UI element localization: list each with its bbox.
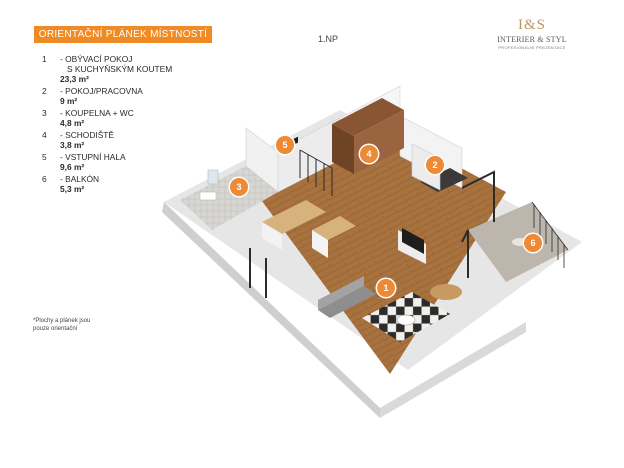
kitchen-island-front (312, 230, 328, 258)
bath-mirror (207, 169, 219, 185)
legend-item-6: 6 - BALKÓN 5,3 m² (42, 174, 192, 194)
room-badge-5: 5 (276, 136, 294, 154)
room-legend: 1 - OBÝVACÍ POKOJ S KUCHYŇSKÝM KOUTEM 23… (42, 54, 192, 196)
legend-item-5: 5 - VSTUPNÍ HALA 9,6 m² (42, 152, 192, 172)
kitchen-counter (262, 200, 326, 234)
legend-number: 2 (42, 86, 47, 96)
legend-number: 4 (42, 130, 47, 140)
outer-wall-front (380, 322, 526, 418)
legend-item-4: 4 - SCHODIŠTĚ 3,8 m² (42, 130, 192, 150)
legend-room-area: 9 m² (60, 96, 78, 106)
sofa-back (318, 276, 364, 310)
floor-plan-render (162, 85, 582, 418)
legend-room-name: - SCHODIŠTĚ (60, 130, 114, 140)
legend-item-1: 1 - OBÝVACÍ POKOJ S KUCHYŇSKÝM KOUTEM 23… (42, 54, 192, 84)
room-badge-6: 6 (524, 234, 542, 252)
stair-railing (299, 149, 333, 196)
tv-screen (402, 228, 424, 254)
window-frames (249, 170, 495, 298)
kitchen-counter-front (262, 222, 282, 250)
legend-number: 1 (42, 54, 47, 64)
legend-number: 6 (42, 174, 47, 184)
floor-label: 1.NP (318, 34, 339, 44)
room-badge-2: 2 (426, 156, 444, 174)
legend-room-area: 5,3 m² (60, 184, 85, 194)
legend-item-3: 3 - KOUPELNA + WC 4,8 m² (42, 108, 192, 128)
legend-room-name: - OBÝVACÍ POKOJ (60, 54, 133, 64)
coffee-table (396, 314, 416, 326)
plan-title: ORIENTAČNÍ PLÁNEK MÍSTNOSTÍ (34, 26, 212, 43)
legend-room-name: - BALKÓN (60, 174, 100, 184)
legend-room-area: 4,8 m² (60, 118, 85, 128)
brand-logo: I&S INTERIER & STYL PROFESIONÁLNÍ PREZEN… (497, 16, 567, 62)
washbasin (199, 191, 217, 201)
logo-monogram: I&S (517, 17, 546, 33)
room-badge-4: 4 (360, 145, 378, 163)
legend-number: 3 (42, 108, 47, 118)
staircase-core (332, 98, 404, 136)
kitchen-island (312, 216, 356, 240)
legend-room-name-line2: S KUCHYŇSKÝM KOUTEM (67, 64, 173, 74)
legend-number: 5 (42, 152, 47, 162)
legend-room-area: 3,8 m² (60, 140, 85, 150)
room-badge-1: 1 (377, 279, 395, 297)
staircase-front (332, 124, 354, 174)
legend-item-2: 2 - POKOJ/PRACOVNA 9 m² (42, 86, 192, 106)
legend-room-name: - KOUPELNA + WC (60, 108, 134, 118)
logo-tagline: PROFESIONÁLNÍ PREZENTACE (498, 45, 566, 50)
outer-wall-left (162, 202, 380, 418)
balcony-railing (531, 201, 569, 268)
disclaimer-note: *Plochy a plánek jsou pouze orientační (33, 318, 91, 332)
bathroom-floor (180, 166, 278, 230)
legend-room-area: 9,6 m² (60, 162, 85, 172)
dining-table (430, 284, 462, 300)
legend-room-area: 23,3 m² (60, 74, 89, 84)
sofa (318, 286, 376, 318)
logo-name: INTERIER & STYL (497, 35, 567, 44)
legend-room-name: - POKOJ/PRACOVNA (60, 86, 143, 96)
legend-room-name: - VSTUPNÍ HALA (60, 152, 126, 162)
room-badge-3: 3 (230, 178, 248, 196)
